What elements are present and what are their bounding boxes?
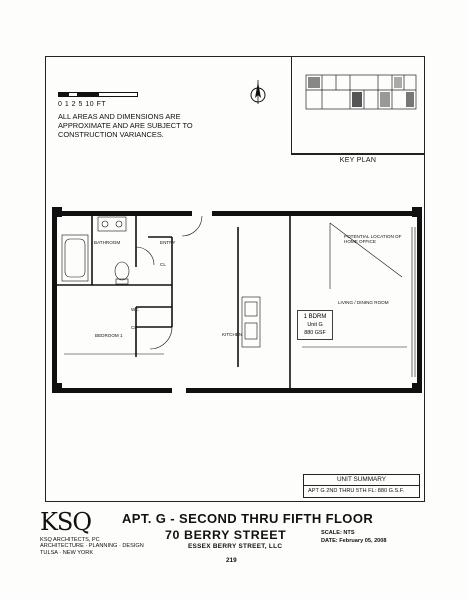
- firm-name: KSQ ARCHITECTS, PC: [40, 537, 100, 543]
- key-plan-frame: [291, 56, 425, 154]
- scale-label: SCALE:: [321, 530, 342, 536]
- room-label-kitchen: KITCHEN: [222, 332, 243, 337]
- unit-summary-table: UNIT SUMMARY APT G 2ND THRU 5TH FL: 880 …: [303, 474, 420, 498]
- unit-tag-unit: Unit G: [307, 322, 322, 328]
- room-label-bathroom: BATHROOM: [94, 240, 121, 245]
- closet-label-wc: WC: [131, 307, 139, 312]
- room-label-living: LIVING / DINING ROOM: [338, 300, 389, 305]
- key-plan-divider: [291, 154, 425, 155]
- closet-label-cl-1: CL: [131, 325, 137, 330]
- firm-logo: KSQ: [40, 508, 92, 536]
- north-arrow-icon: [250, 80, 266, 104]
- scale-value: NTS: [343, 530, 355, 536]
- room-label-bedroom: BEDROOM 1: [95, 333, 123, 338]
- firm-offices: TULSA · NEW YORK: [40, 549, 94, 556]
- unit-summary-heading: UNIT SUMMARY: [304, 475, 419, 486]
- closet-label-cl-2: CL: [160, 262, 166, 267]
- room-label-entry: ENTRY: [160, 240, 176, 245]
- date-label: DATE:: [321, 537, 338, 544]
- drawing-sheet-border: [45, 56, 425, 502]
- unit-summary-row: APT G 2ND THRU 5TH FL: 880 G.S.F.: [308, 488, 405, 494]
- drawing-title: APT. G - SECOND THRU FIFTH FLOOR: [122, 511, 374, 526]
- unit-tag-bedrooms: 1 BDRM: [304, 314, 327, 320]
- floor-plan: [52, 207, 422, 393]
- graphic-scale-bar: [58, 92, 140, 100]
- unit-tag: 1 BDRM Unit G 880 GSF: [297, 310, 333, 340]
- scale-numbers: 0 1 2 5 10 FT: [58, 101, 107, 108]
- unit-tag-area: 880 GSF: [304, 330, 326, 336]
- key-plan-label: KEY PLAN: [339, 157, 377, 164]
- key-plan-drawing: [305, 74, 417, 110]
- page-number: 219: [226, 557, 237, 564]
- date-value: February 05, 2008: [339, 537, 387, 544]
- room-label-office: POTENTIAL LOCATION OF HOME OFFICE: [344, 234, 402, 244]
- firm-practice: ARCHITECTURE · PLANNING · DESIGN: [40, 543, 144, 550]
- dimensions-note: ALL AREAS AND DIMENSIONS ARE APPROXIMATE…: [58, 112, 193, 139]
- drawing-address: 70 BERRY STREET: [165, 528, 287, 542]
- firm-info: KSQ ARCHITECTS, PC ARCHITECTURE · PLANNI…: [40, 537, 144, 556]
- drawing-owner: ESSEX BERRY STREET, LLC: [188, 543, 283, 550]
- drawing-meta: SCALE: NTS DATE: February 05, 2008: [321, 530, 387, 545]
